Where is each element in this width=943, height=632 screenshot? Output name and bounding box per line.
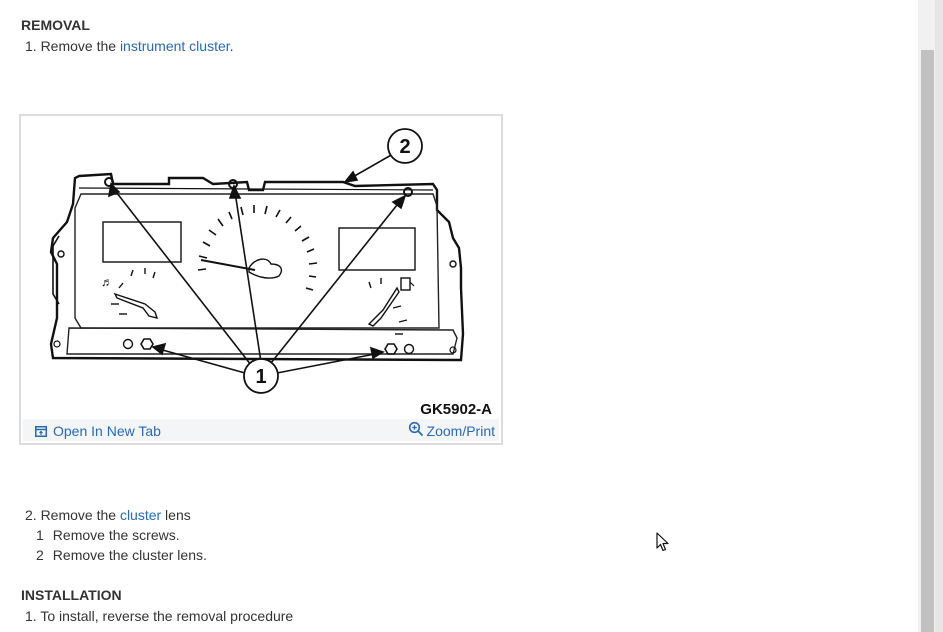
instrument-cluster-link[interactable]: instrument cluster bbox=[119, 38, 230, 54]
callout-2-label: 2 bbox=[399, 136, 410, 158]
instrument-cluster-diagram[interactable]: ♬ bbox=[23, 118, 499, 418]
removal-step-2-prefix: 2. Remove the bbox=[25, 507, 120, 523]
substep-2-number: 2 bbox=[36, 547, 44, 563]
substep-1: 1 Remove the screws. bbox=[36, 527, 180, 543]
callout-1-label: 1 bbox=[255, 366, 266, 388]
removal-step-2: 2. Remove the cluster lens bbox=[25, 507, 191, 523]
svg-text:♬: ♬ bbox=[101, 275, 113, 289]
open-in-new-tab-label: Open In New Tab bbox=[53, 423, 161, 439]
figure-toolbar: Open In New Tab Zoom/Print bbox=[23, 419, 499, 441]
installation-step-1: 1. To install, reverse the removal proce… bbox=[25, 608, 294, 624]
zoom-in-icon bbox=[408, 421, 423, 437]
open-in-new-tab-button[interactable]: Open In New Tab bbox=[35, 423, 161, 439]
figure-box: ♬ bbox=[19, 114, 503, 445]
substep-1-text: Remove the screws. bbox=[52, 527, 180, 543]
zoom-print-label: Zoom/Print bbox=[426, 423, 495, 439]
substep-2-text: Remove the cluster lens. bbox=[52, 547, 207, 563]
cluster-link[interactable]: cluster bbox=[119, 507, 162, 523]
scrollbar-thumb[interactable] bbox=[921, 50, 934, 632]
removal-heading: REMOVAL bbox=[21, 17, 90, 33]
procedure-content: REMOVAL 1. Remove the instrument cluster… bbox=[19, 17, 669, 624]
mouse-pointer-icon bbox=[656, 532, 669, 552]
installation-heading: INSTALLATION bbox=[21, 587, 122, 603]
window-edge bbox=[935, 0, 943, 632]
substep-2: 2 Remove the cluster lens. bbox=[36, 547, 207, 563]
removal-step-1: 1. Remove the instrument cluster. bbox=[25, 38, 234, 54]
open-tab-icon bbox=[35, 425, 47, 437]
figure-code: GK5902-A bbox=[420, 401, 492, 418]
removal-step-1-prefix: 1. Remove the bbox=[25, 38, 120, 54]
substep-1-number: 1 bbox=[36, 527, 44, 543]
zoom-print-button[interactable]: Zoom/Print bbox=[408, 421, 495, 439]
removal-step-1-suffix: . bbox=[229, 38, 234, 54]
removal-step-2-suffix: lens bbox=[161, 507, 191, 523]
